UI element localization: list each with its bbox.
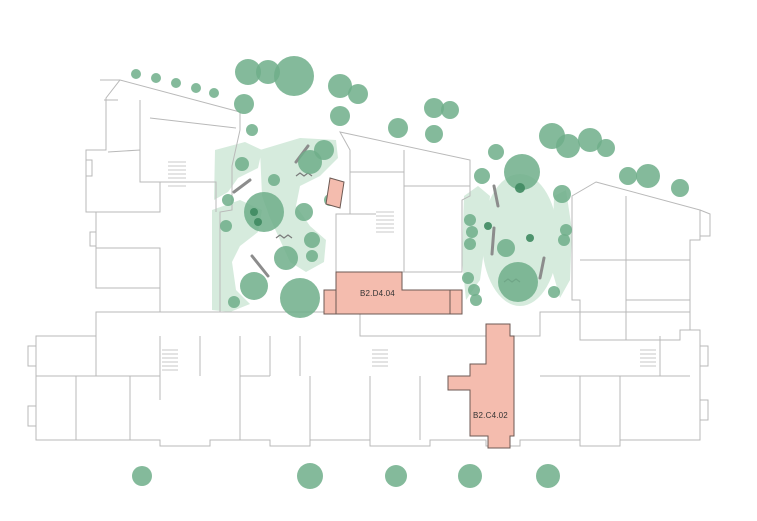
unit-b2-c4-02-shape[interactable] xyxy=(447,323,515,449)
trees xyxy=(131,56,689,489)
unit-label-b2-c4-02: B2.C4.02 xyxy=(473,411,508,420)
stair-bottom-left xyxy=(162,349,178,371)
balcony-highlight xyxy=(325,177,345,209)
unit-b2-d4-04-shape[interactable] xyxy=(323,271,463,315)
unit-label-b2-d4-04: B2.D4.04 xyxy=(360,289,395,298)
building-outlines xyxy=(27,79,711,447)
unit-b2-c4-02[interactable]: B2.C4.02 xyxy=(447,323,515,449)
tree-row-top-left xyxy=(131,69,219,98)
stairs xyxy=(162,161,656,371)
courtyard-paths xyxy=(232,144,546,283)
stair-bottom-right xyxy=(640,349,656,367)
tree-row-bottom xyxy=(132,463,560,489)
stair-mid-top xyxy=(376,211,394,233)
unit-b2-d4-04[interactable]: B2.D4.04 xyxy=(323,271,463,315)
stair-bottom-mid xyxy=(372,349,388,367)
stair-left-top xyxy=(168,161,186,187)
